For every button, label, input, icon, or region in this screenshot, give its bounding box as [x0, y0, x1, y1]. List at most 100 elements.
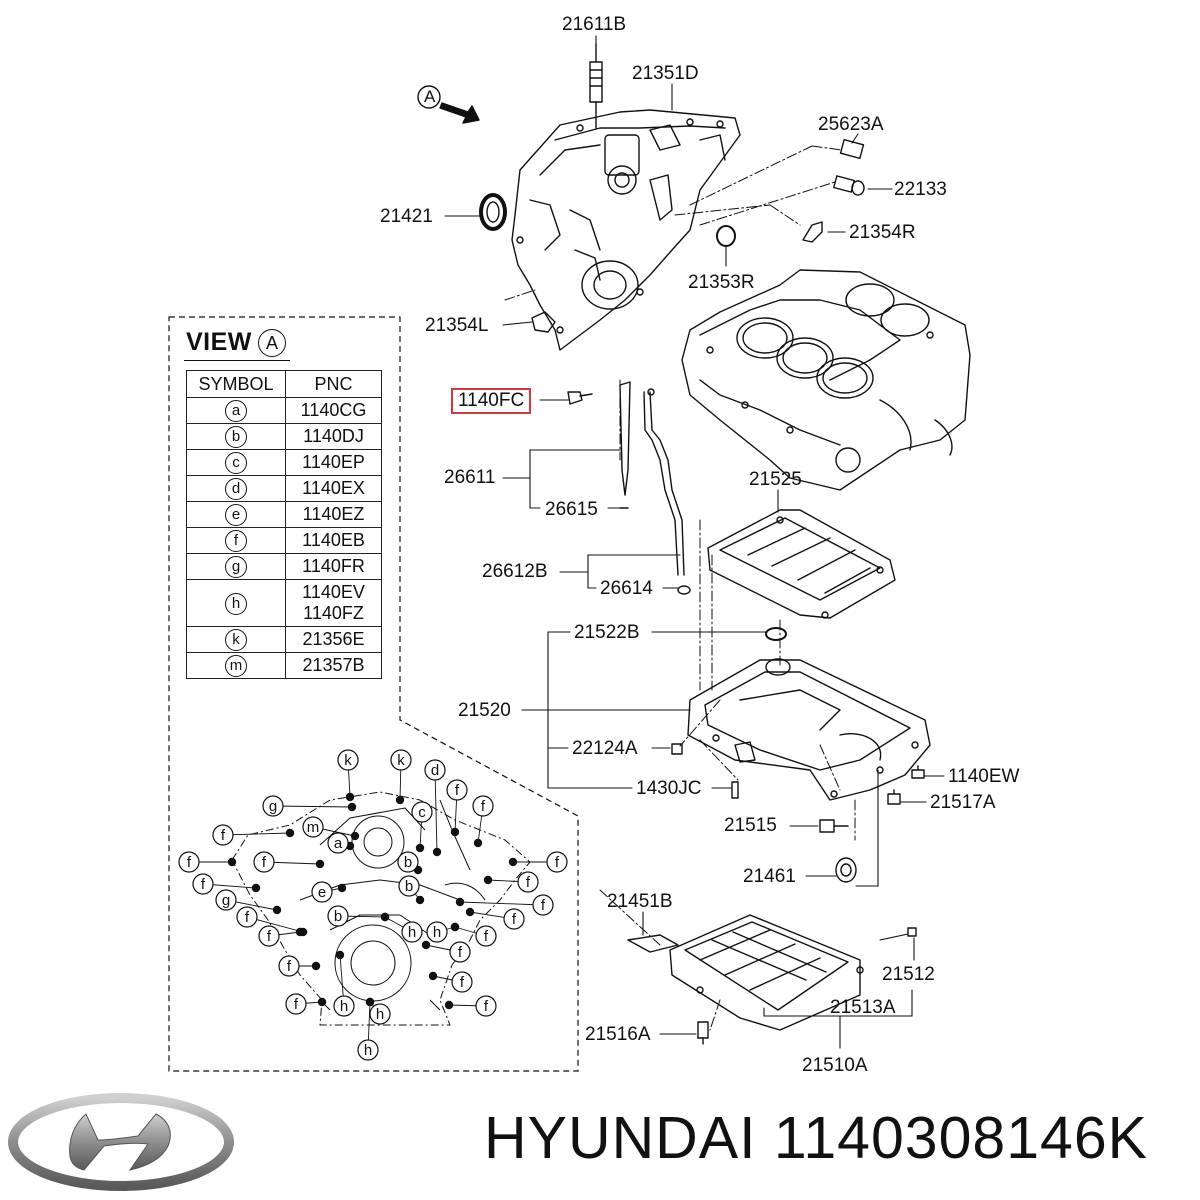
- table-row: f 1140EB: [186, 527, 382, 554]
- symbol-letter-circle: m: [225, 655, 247, 677]
- view-title-underline: [184, 360, 290, 361]
- symbol-letter-circle: d: [225, 478, 247, 500]
- pnc-value: 1140EB: [302, 530, 365, 550]
- bolt-1140fc: [567, 391, 593, 405]
- callout-21513a: 21513A: [830, 997, 896, 1018]
- symbol-cell: d: [186, 475, 286, 502]
- dipstick-26611: [619, 381, 685, 576]
- symbol-cell: h: [186, 579, 286, 627]
- callout-25623a: 25623A: [818, 114, 884, 135]
- pnc-value: 1140EP: [302, 452, 365, 472]
- table-row: a 1140CG: [186, 397, 382, 424]
- pnc-cell: 1140DJ: [285, 423, 382, 450]
- callout-21522b: 21522B: [574, 622, 640, 643]
- pnc-value: 1140DJ: [303, 426, 364, 446]
- table-header-row: SYMBOL PNC: [186, 370, 382, 398]
- arrow-label: A: [424, 87, 436, 106]
- callout-1430jc: 1430JC: [636, 778, 702, 799]
- ladder-frame-21525: [707, 509, 896, 619]
- pnc-cell: 21357B: [285, 652, 382, 679]
- callout-21516a: 21516A: [585, 1024, 651, 1045]
- callout-21525: 21525: [749, 469, 802, 490]
- pnc-cell: 1140CG: [285, 397, 382, 424]
- callout-21517a: 21517A: [930, 792, 996, 813]
- callout-21515: 21515: [724, 815, 777, 836]
- callout-21520: 21520: [458, 700, 511, 721]
- callout-22124a: 22124A: [572, 738, 638, 759]
- timing-cover-21351d: [511, 109, 741, 351]
- hyundai-logo: [8, 1093, 234, 1191]
- plug-22124a: [671, 743, 683, 755]
- brand-part-number: HYUNDAI 1140308146K: [484, 1105, 1149, 1171]
- stud-21611b: [589, 43, 603, 129]
- header-symbol: SYMBOL: [186, 370, 286, 398]
- callout-21421: 21421: [380, 206, 433, 227]
- callout-26611: 26611: [444, 467, 496, 488]
- bolt-21517a: [887, 789, 901, 805]
- callout-26614: 26614: [600, 578, 653, 599]
- pnc-cell: 21356E: [285, 626, 382, 653]
- symbol-letter-circle: a: [225, 400, 247, 422]
- pnc-value: 21357B: [302, 655, 365, 675]
- symbol-letter-circle: e: [225, 504, 247, 526]
- baffle-21451b: [627, 934, 679, 953]
- bolt-1140ew: [911, 765, 925, 779]
- pnc-cell: 1140FR: [285, 553, 382, 580]
- cylinder-block: [681, 269, 971, 491]
- pipe-25623a: [833, 138, 865, 196]
- bolt-21516a: [697, 1021, 709, 1045]
- o-ring-21353r: [716, 225, 736, 247]
- callout-21351d: 21351D: [632, 63, 699, 84]
- callout-21611b: 21611B: [562, 14, 627, 35]
- callout-21451b: 21451B: [607, 891, 673, 912]
- o-ring-26614: [677, 585, 691, 595]
- callout-21461: 21461: [743, 866, 796, 887]
- pnc-value: 1140FR: [302, 556, 365, 576]
- callout-22133: 22133: [894, 179, 947, 200]
- upper-oil-pan-21520: [687, 658, 931, 801]
- header-pnc: PNC: [285, 370, 382, 398]
- symbol-cell: c: [186, 449, 286, 476]
- bolt-21512: [907, 927, 917, 937]
- callout-21354l: 21354L: [425, 315, 489, 336]
- view-title-circle: A: [258, 329, 286, 357]
- gasket-21354r: [802, 221, 823, 243]
- callout-21510a: 21510A: [802, 1055, 868, 1076]
- callout-26612b: 26612B: [482, 561, 548, 582]
- pin-1430jc: [731, 781, 739, 799]
- pnc-value: 1140EZ: [302, 504, 365, 524]
- pnc-value: 21356E: [302, 629, 365, 649]
- view-title: VIEW: [186, 328, 252, 356]
- symbol-letter-circle: k: [225, 629, 247, 651]
- pnc-value: 1140EV: [302, 582, 365, 602]
- pnc-cell: 1140EP: [285, 449, 382, 476]
- table-row: g 1140FR: [186, 553, 382, 580]
- lower-oil-pan-21510a: [669, 914, 864, 1031]
- front-seal-21421: [479, 193, 507, 231]
- pnc-value: 1140FZ: [303, 603, 364, 623]
- callout-1140fc-highlighted: 1140FC: [451, 388, 532, 414]
- pnc-cell: 1140EX: [285, 475, 382, 502]
- pnc-cell: 1140EZ: [285, 501, 382, 528]
- symbol-letter-circle: f: [225, 530, 247, 552]
- view-arrow-icon: [417, 85, 480, 124]
- symbol-letter-circle: g: [225, 556, 247, 578]
- callout-26615: 26615: [545, 499, 598, 520]
- bolt-21515: [819, 819, 849, 833]
- gasket-21522b: [765, 627, 787, 641]
- symbol-letter-circle: c: [225, 452, 247, 474]
- plug-21461: [835, 857, 857, 883]
- symbol-letter-circle: h: [225, 592, 247, 615]
- pnc-cell: 1140EB: [285, 527, 382, 554]
- symbol-cell: g: [186, 553, 286, 580]
- table-row: m 21357B: [186, 652, 382, 679]
- table-row: k 21356E: [186, 626, 382, 653]
- table-row: d 1140EX: [186, 475, 382, 502]
- pnc-value: 1140EX: [302, 478, 365, 498]
- gasket-21354l: [531, 311, 556, 333]
